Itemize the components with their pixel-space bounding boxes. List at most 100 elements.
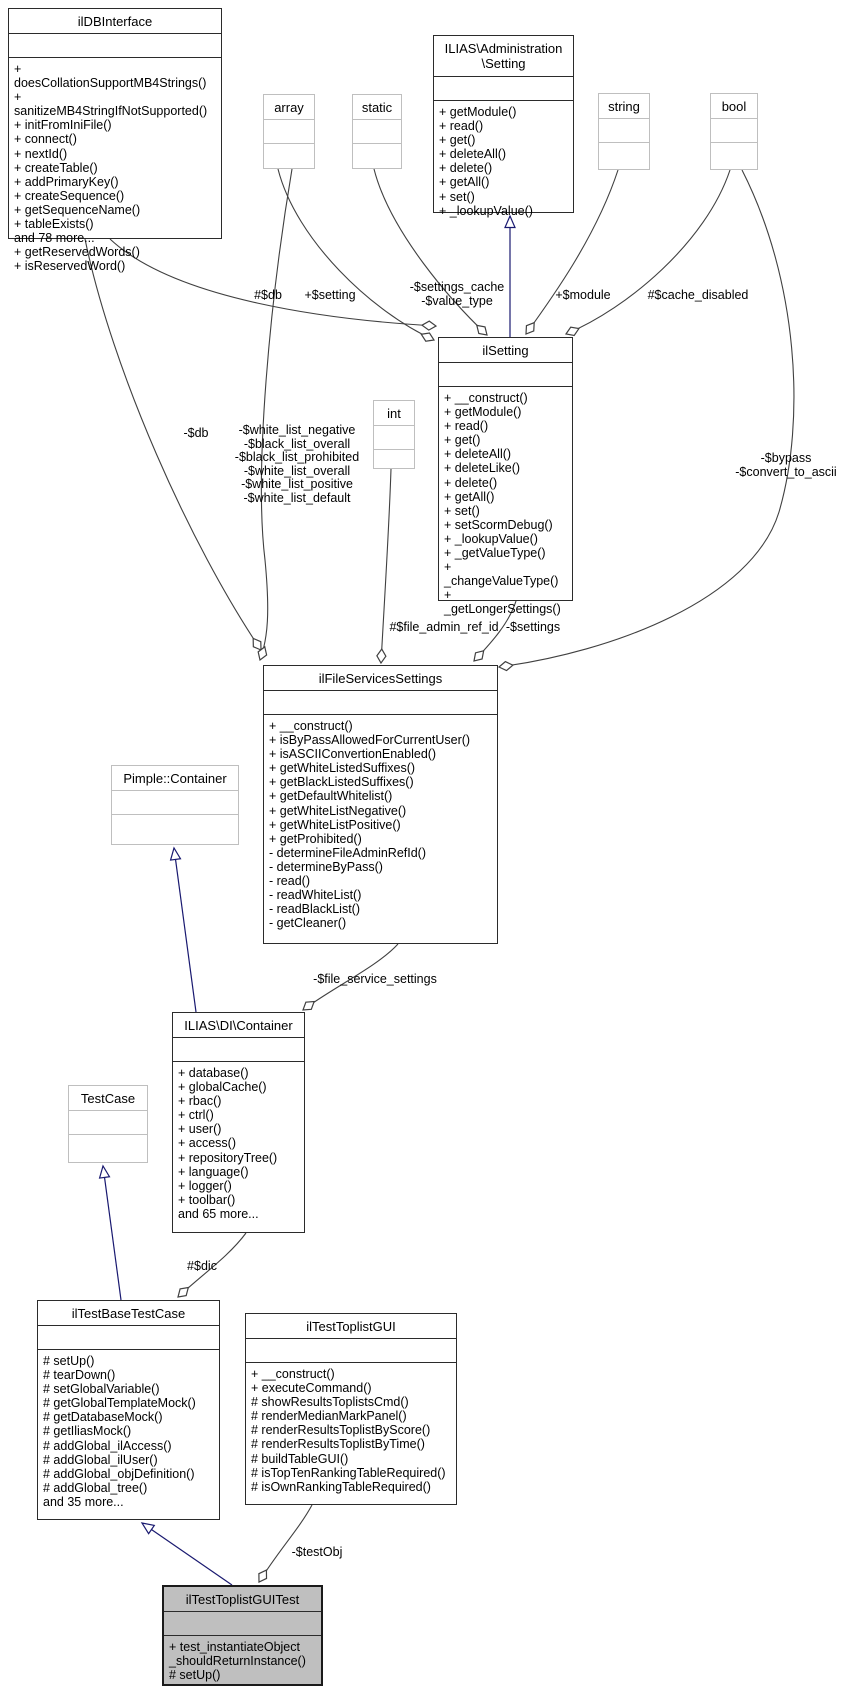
edge-label-white-lists: -$white_list_negative -$black_list_overa…	[234, 423, 360, 505]
method-label: + executeCommand()	[251, 1381, 372, 1396]
methods-section: # setUp()# tearDown()# setGlobalVariable…	[38, 1350, 219, 1519]
methods-section: + doesCollationSupportMB4Strings()+ sani…	[9, 58, 221, 275]
class-box-ilTestToplistGUI[interactable]: ilTestToplistGUI + __construct()+ execut…	[245, 1313, 457, 1505]
class-box-ilTestBaseTestCase[interactable]: ilTestBaseTestCase # setUp()# tearDown()…	[37, 1300, 220, 1520]
method-label: - determineFileAdminRefId()	[269, 845, 426, 860]
class-box-ilFileServicesSettings[interactable]: ilFileServicesSettings + __construct() + …	[263, 665, 498, 944]
method-label: + language()	[178, 1164, 249, 1179]
method-label: + nextId()	[14, 146, 68, 161]
class-box-bool: bool	[710, 93, 758, 170]
method-label: # addGlobal_tree()	[43, 1480, 148, 1495]
method-label: + getWhiteListedSuffixes()	[269, 761, 416, 776]
class-box-pimple-container: Pimple::Container	[111, 765, 239, 845]
class-title: ilDBInterface	[9, 9, 221, 34]
class-box-ilTestToplistGUITest: ilTestToplistGUITest + test_instantiateO…	[162, 1585, 323, 1686]
edge-dicontainer-extends-pimple	[169, 846, 197, 1013]
edge-label-module: +$module	[555, 288, 611, 302]
attributes-section	[434, 77, 573, 101]
method-label: # setGlobalVariable()	[43, 1382, 160, 1397]
method-label: and 78 more...	[14, 231, 95, 246]
method-label: + access()	[178, 1136, 237, 1151]
methods-section	[353, 144, 401, 168]
edge-toplistgui-guitest	[258, 1504, 313, 1583]
method-label: # getDatabaseMock()	[43, 1410, 163, 1425]
method-label: + __construct()	[269, 719, 353, 733]
class-box-int: int	[373, 400, 415, 469]
method-label: + rbac()	[178, 1094, 222, 1109]
method-label: + ctrl()	[178, 1108, 214, 1123]
method-label: # addGlobal_ilAccess()	[43, 1438, 172, 1453]
attributes-section	[374, 426, 414, 450]
attributes-section	[599, 119, 649, 143]
methods-section	[264, 144, 314, 168]
class-title: static	[353, 95, 401, 120]
method-label: + _lookupValue()	[439, 203, 533, 218]
method-label: - getCleaner()	[269, 916, 347, 931]
method-label: + setScormDebug()	[444, 517, 553, 532]
method-label: # isOwnRankingTableRequired()	[251, 1479, 431, 1494]
method-label: + _changeValueType()	[444, 560, 559, 589]
method-label: - determineByPass()	[269, 859, 383, 874]
attributes-section	[264, 691, 497, 715]
class-box-ilias-administration-setting[interactable]: ILIAS\Administration \Setting + getModul…	[433, 35, 574, 218]
edge-label-file-admin-ref-id: #$file_admin_ref_id	[389, 620, 499, 634]
method-label: + getWhiteListNegative()	[269, 803, 407, 818]
method-label: + getModule()	[439, 105, 517, 119]
class-box-ilSetting[interactable]: ilSetting + __construct()+ getModule()+ …	[438, 337, 573, 616]
edge-array-ilSetting	[277, 168, 436, 342]
methods-section	[69, 1135, 147, 1162]
attributes-section	[439, 363, 572, 387]
edge-label-bypass: -$bypass -$convert_to_ascii	[735, 451, 837, 479]
class-box-string: string	[598, 93, 650, 170]
method-label: # setUp()	[43, 1354, 95, 1368]
method-label: # addGlobal_ilUser()	[43, 1452, 158, 1467]
method-label: + test_instantiateObject _shouldReturnIn…	[169, 1640, 306, 1669]
methods-section	[711, 143, 757, 169]
method-label: + _lookupValue()	[444, 531, 538, 546]
method-label: + getDefaultWhitelist()	[269, 789, 393, 804]
class-title: TestCase	[69, 1086, 147, 1111]
method-label: - readBlackList()	[269, 902, 360, 917]
class-title: ilTestBaseTestCase	[38, 1301, 219, 1326]
class-box-ilDBInterface[interactable]: ilDBInterface + doesCollationSupportMB4S…	[8, 8, 222, 273]
attributes-section	[711, 119, 757, 143]
attributes-section	[246, 1339, 456, 1363]
edge-label-db2: -$db	[183, 426, 209, 440]
method-label: + __construct()	[251, 1367, 335, 1381]
class-title: ilSetting	[439, 338, 572, 363]
method-label: + set()	[439, 189, 475, 204]
method-label: + getSequenceName()	[14, 202, 141, 217]
method-label: + isReservedWord()	[14, 259, 126, 274]
class-title: ilTestToplistGUITest	[164, 1587, 321, 1612]
methods-section: + getModule()+ read()+ get()+ deleteAll(…	[434, 101, 573, 220]
attributes-section	[264, 120, 314, 144]
method-label: and 65 more...	[178, 1206, 259, 1221]
method-label: + database()	[178, 1066, 249, 1080]
attributes-section	[69, 1111, 147, 1135]
method-label: + globalCache()	[178, 1080, 267, 1095]
method-label: # addGlobal_objDefinition()	[43, 1466, 195, 1481]
class-title: ilTestToplistGUI	[246, 1314, 456, 1339]
edge-label-file-service-settings: -$file_service_settings	[313, 972, 437, 986]
class-box-ilias-di-container[interactable]: ILIAS\DI\Container + database()+ globalC…	[172, 1012, 305, 1233]
method-label: - readWhiteList()	[269, 888, 362, 903]
edge-label-setting: +$setting	[304, 288, 356, 302]
method-label: - read()	[269, 874, 310, 889]
edge-label-settings-cache: -$settings_cache -$value_type	[409, 280, 505, 308]
class-title: ilFileServicesSettings	[264, 666, 497, 691]
edge-label-cache-disabled: #$cache_disabled	[647, 288, 749, 302]
attributes-section	[173, 1038, 304, 1062]
method-label: + delete()	[444, 475, 498, 490]
method-label: + tableExists()	[14, 217, 94, 232]
method-label: + sanitizeMB4StringIfNotSupported()	[14, 90, 208, 119]
class-box-array: array	[263, 94, 315, 169]
edge-guitest-extends-basetestcase	[140, 1522, 233, 1586]
method-label: + __construct()	[444, 391, 528, 405]
method-label: + getProhibited()	[269, 831, 362, 846]
method-label: # showResultsToplistsCmd()	[251, 1395, 409, 1410]
method-label: + _getLongerSettings()	[444, 588, 561, 617]
attributes-section	[9, 34, 221, 58]
method-label: + repositoryTree()	[178, 1150, 278, 1165]
method-label: # renderMedianMarkPanel()	[251, 1409, 407, 1424]
